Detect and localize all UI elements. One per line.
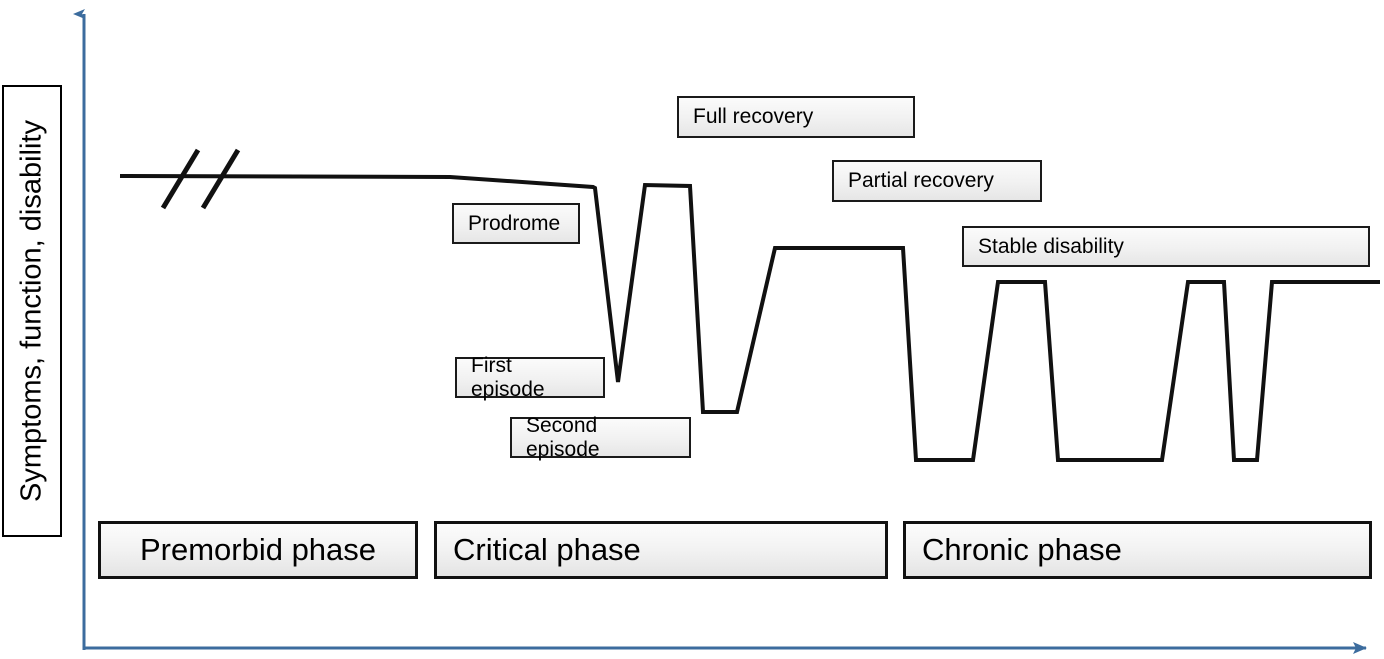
annotation-prodrome: Prodrome	[452, 203, 580, 244]
annotation-label: Full recovery	[693, 105, 814, 128]
annotation-label: Partial recovery	[848, 169, 994, 192]
annotation-second-episode: Second episode	[510, 414, 691, 461]
illness-trajectory-curve	[119, 174, 1380, 462]
phase-band-label: Premorbid phase	[139, 532, 377, 567]
annotation-label: First episode	[471, 353, 545, 401]
phase-band-chronic: Chronic phase	[903, 521, 1372, 579]
annotation-label: Stable disability	[978, 234, 1124, 258]
annotation-label: Prodrome	[468, 211, 561, 235]
phase-band-critical: Critical phase	[434, 521, 888, 579]
phase-band-label: Critical phase	[453, 532, 641, 567]
annotation-stable-disability: Stable disability	[962, 226, 1370, 267]
annotation-full-recovery: Full recovery	[677, 96, 915, 138]
annotation-partial-recovery: Partial recovery	[832, 160, 1042, 202]
phase-band-label: Chronic phase	[922, 532, 1122, 567]
phase-band-premorbid: Premorbid phase	[98, 521, 418, 579]
axis-break-slashes	[160, 148, 241, 210]
y-axis-label-text: Symptoms, function, disability	[15, 120, 48, 502]
annotation-label: Second episode	[526, 413, 600, 461]
annotation-first-episode: First episode	[455, 354, 605, 401]
y-axis-label-box: Symptoms, function, disability	[2, 85, 62, 537]
